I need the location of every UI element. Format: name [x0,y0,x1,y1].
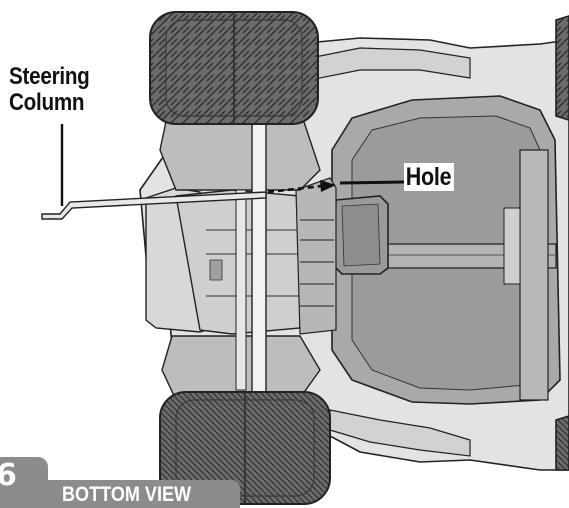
steering-column-label-line-1: Steering [9,63,90,90]
steering-column-rod [41,191,267,220]
view-caption-banner: BOTTOM VIEW [48,480,240,508]
floor-pan [331,95,561,405]
tire-front-bottom [159,391,331,505]
step-number-tab: 6 [0,457,48,508]
hole-label: Hole [404,163,454,191]
gearbox-housing [333,195,389,275]
tire-rear-bottom [555,415,569,471]
tire-rear-top [555,15,569,121]
view-caption: BOTTOM VIEW [62,483,192,506]
steering-column-label-line-2: Column [9,89,85,116]
tire-front-top [149,11,319,125]
insertion-arrow [267,180,336,194]
step-number: 6 [0,458,17,493]
hole-leader-line [339,180,405,185]
steering-column-label: Steering Column [9,64,129,116]
